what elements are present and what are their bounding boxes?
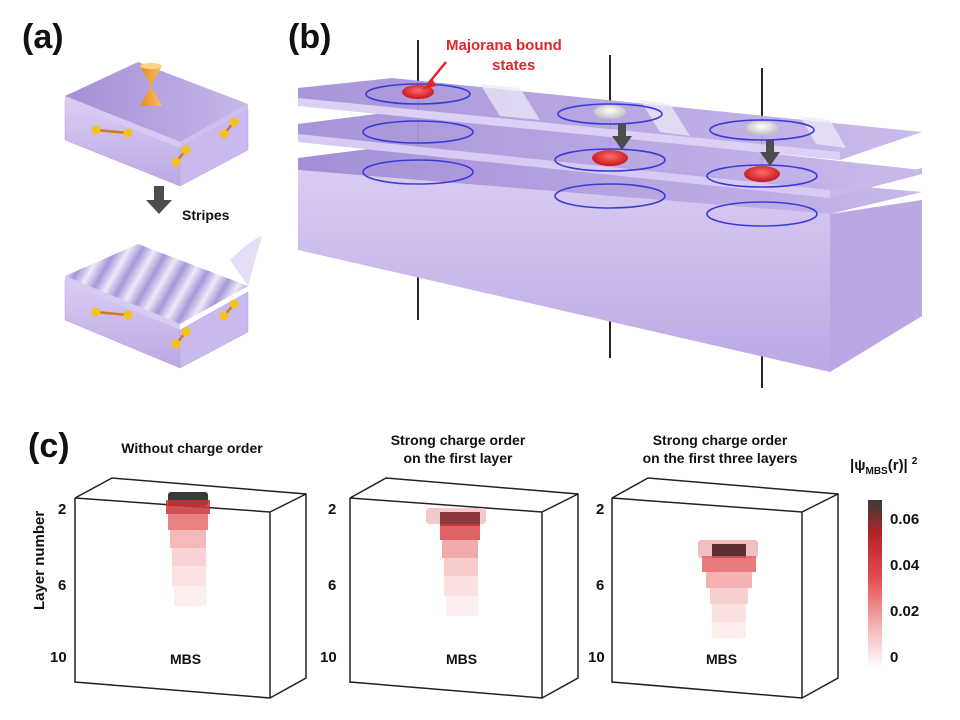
colorbar-tick: 0.02 (890, 603, 919, 620)
y-tick: 6 (596, 577, 604, 594)
mbs-marker (744, 166, 780, 182)
panel-a-label: (a) (22, 18, 64, 56)
cooper-pair-icon (91, 117, 239, 167)
colorbar-tick: 0.06 (890, 511, 919, 528)
mbs-label: MBS (170, 651, 201, 667)
y-tick: 2 (596, 501, 604, 518)
majorana-annotation: Majorana bound (446, 37, 562, 54)
dirac-cone-icon (140, 66, 162, 86)
subplot-title-line2: on the first three layers (643, 450, 798, 466)
panel-a-top-block (64, 62, 249, 187)
panel-b-structure (298, 40, 922, 388)
subplot-title: Strong charge order (391, 432, 526, 448)
y-tick: 10 (588, 649, 605, 666)
y-tick: 2 (328, 501, 336, 518)
y-axis-label: Layer number (31, 511, 48, 610)
y-tick: 6 (58, 577, 66, 594)
mbs-label: MBS (706, 651, 737, 667)
subplot-title: Without charge order (121, 440, 263, 456)
mbs-label: MBS (446, 651, 477, 667)
panel-b-label: (b) (288, 18, 331, 56)
colorbar: |ψMBS(r)|2 0.06 0.04 0.02 0 (850, 456, 920, 668)
mbs-column (426, 508, 486, 616)
majorana-annotation-line2: states (492, 57, 535, 74)
y-tick: 2 (58, 501, 66, 518)
y-tick: 10 (320, 649, 337, 666)
subplot-2: Strong charge order on the first layer 2… (320, 432, 579, 699)
y-tick: 10 (50, 649, 67, 666)
mbs-column (698, 540, 758, 638)
colorbar-gradient (868, 500, 882, 668)
colorbar-title: |ψMBS(r)|2 (850, 456, 918, 477)
colorbar-tick: 0 (890, 649, 898, 666)
panel-c-label: (c) (28, 427, 70, 465)
mbs-marker (592, 150, 628, 166)
subplot-1: Without charge order 2 6 10 MBS (50, 440, 307, 699)
y-tick: 6 (328, 577, 336, 594)
down-arrow-icon (146, 186, 172, 214)
stripes-label: Stripes (182, 207, 230, 223)
subplot-3: Strong charge order on the first three l… (588, 432, 839, 699)
down-arrow-icon (612, 124, 780, 166)
subplot-title: Strong charge order (653, 432, 788, 448)
panel-a-bottom-block (64, 236, 262, 369)
colorbar-tick: 0.04 (890, 557, 920, 574)
subplot-title-line2: on the first layer (404, 450, 513, 466)
mbs-column (166, 492, 210, 606)
